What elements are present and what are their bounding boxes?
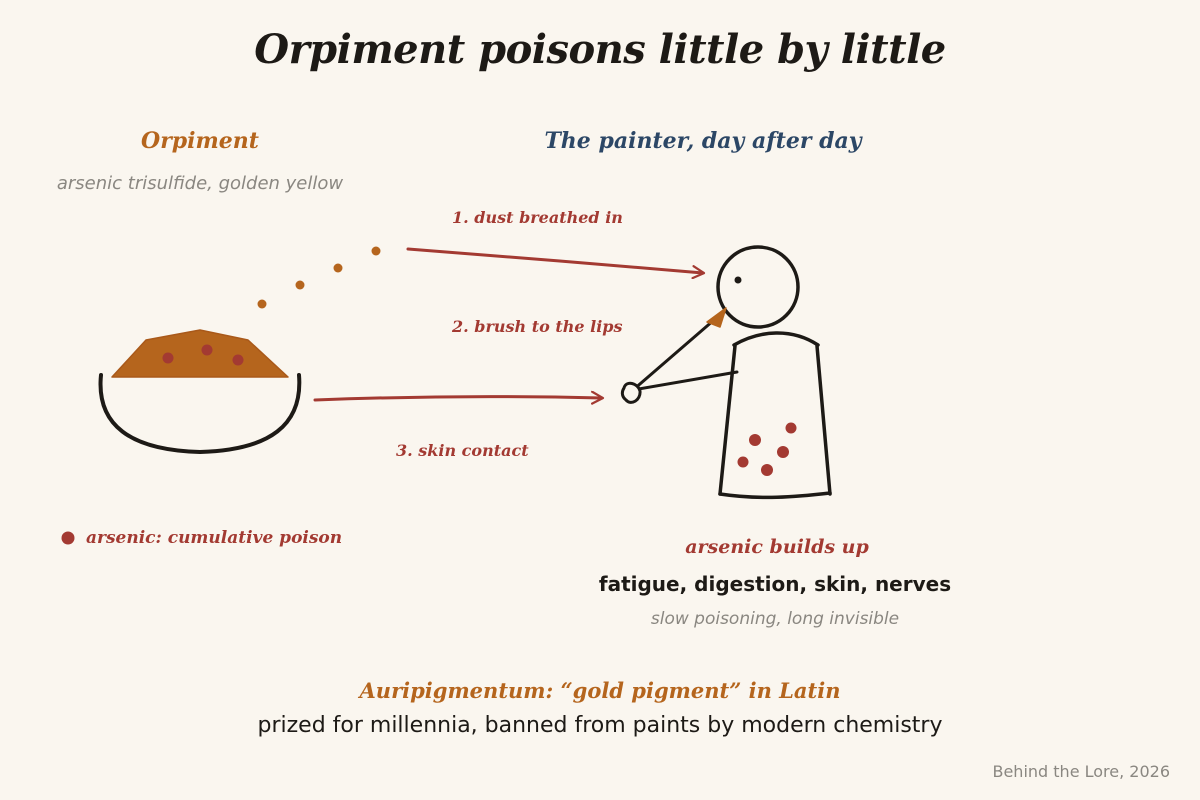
orpiment-heading: Orpiment [141,128,259,154]
arsenic-dot [737,456,749,468]
painter-body-left [718,344,737,496]
arsenic-dot [785,422,797,434]
dust-particle [333,263,343,273]
legend-arsenic-dot [61,531,75,545]
latin-name-caption: Auripigmentum: “gold pigment” in Latin [359,678,841,703]
arsenic-dot [761,464,773,476]
arrow-skin-contact [313,397,602,400]
painter-body-right [815,344,832,496]
route-label-skin: 3. skin contact [396,441,529,460]
painter-arm [631,370,739,392]
route-label-brush: 2. brush to the lips [452,317,623,336]
painter-eye [734,276,742,284]
painter-body-bottom [718,491,832,500]
history-caption: prized for millennia, banned from paints… [257,713,943,738]
arrow-dust-breathed [406,247,703,273]
credit-line: Behind the Lore, 2026 [992,762,1170,781]
dust-particle [295,280,305,290]
painter-head [716,245,800,329]
paintbrush-handle [631,318,716,392]
arsenic-dot [201,344,213,356]
dust-particle [257,299,267,309]
pigment-bowl [98,373,302,455]
arsenic-dot [749,434,761,446]
painter-shoulders [732,331,820,347]
dust-particle [371,246,381,256]
arsenic-dot [232,354,244,366]
route-label-dust: 1. dust breathed in [452,208,623,227]
orpiment-subheading: arsenic trisulfide, golden yellow [56,173,344,194]
orpiment-pile [111,329,289,378]
painter-heading: The painter, day after day [544,128,862,154]
symptoms-label: fatigue, digestion, skin, nerves [598,572,952,596]
painter-hand [620,381,642,404]
arsenic-dot [162,352,174,364]
page-title: Orpiment poisons little by little [254,26,946,73]
slow-poisoning-note: slow poisoning, long invisible [650,609,900,629]
legend-label: arsenic: cumulative poison [86,528,343,548]
paintbrush-tip [706,307,727,328]
builds-up-label: arsenic builds up [685,536,869,558]
arsenic-dot [777,446,789,458]
